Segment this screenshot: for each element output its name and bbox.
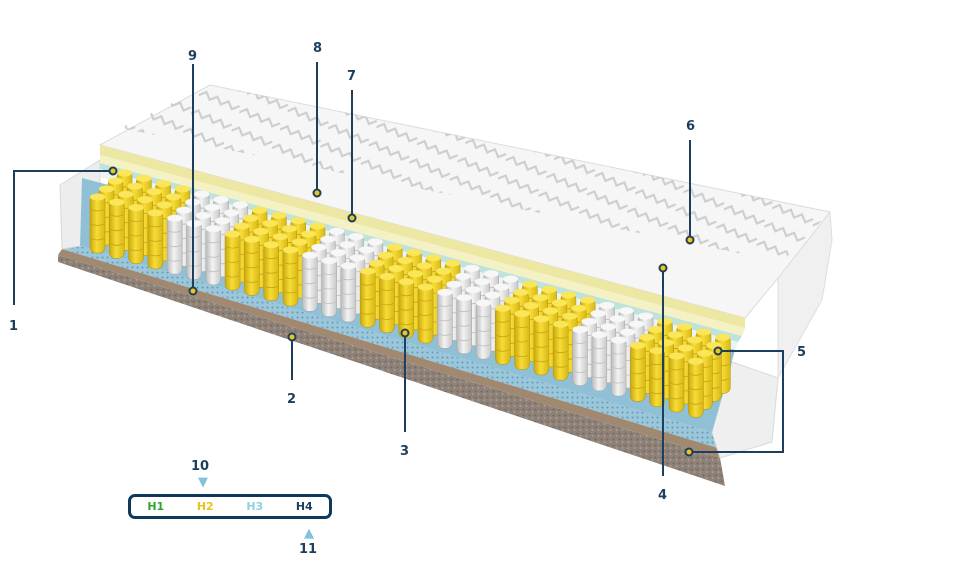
spring xyxy=(533,315,550,376)
callout-3: 3 xyxy=(400,444,409,459)
callout-2: 2 xyxy=(287,392,296,407)
callout-6: 6 xyxy=(686,119,695,134)
spring xyxy=(417,283,434,344)
spring xyxy=(301,251,318,312)
callout-9: 9 xyxy=(188,49,197,64)
spring xyxy=(224,230,241,291)
spring xyxy=(128,204,144,264)
callout-8: 8 xyxy=(313,41,322,56)
spring xyxy=(494,304,511,365)
arrow-down-icon: ▼ xyxy=(198,475,208,490)
callout-dots xyxy=(108,166,723,457)
spring xyxy=(456,294,473,355)
lower-support-layer xyxy=(62,246,718,448)
spring xyxy=(359,267,376,328)
dot-7 xyxy=(347,213,357,223)
spring xyxy=(244,235,260,296)
spring xyxy=(89,193,106,254)
spring xyxy=(379,273,395,333)
spring xyxy=(166,214,183,275)
spring xyxy=(109,198,125,259)
dot-9 xyxy=(188,286,198,296)
spring xyxy=(340,262,357,323)
callout-4: 4 xyxy=(658,488,667,503)
callout-5: 5 xyxy=(797,345,806,360)
spring xyxy=(610,336,627,397)
dot-2 xyxy=(287,332,297,342)
spring xyxy=(552,320,569,381)
spring xyxy=(263,241,280,301)
quilted-top-cover xyxy=(98,84,831,319)
hardness-h1: H1 xyxy=(147,500,165,513)
spring xyxy=(572,326,588,386)
hardness-h4: H4 xyxy=(295,500,313,513)
dot-4 xyxy=(658,263,668,273)
spring xyxy=(398,278,415,339)
spring xyxy=(282,246,299,307)
hardness-h3: H3 xyxy=(246,500,264,513)
hardness-h2: H2 xyxy=(196,500,214,513)
spring xyxy=(147,209,164,270)
hardness-marker-top-label: 10 xyxy=(191,459,210,474)
dot-6 xyxy=(685,235,695,245)
spring xyxy=(514,310,530,370)
spring xyxy=(649,347,666,408)
hardness-marker-bottom-label: 11 xyxy=(299,542,318,557)
spring xyxy=(475,299,492,360)
callout-7: 7 xyxy=(347,69,356,84)
dot-5a xyxy=(713,346,723,356)
dot-8 xyxy=(312,188,322,198)
spring xyxy=(630,341,646,402)
dot-5b xyxy=(684,447,694,457)
dot-3 xyxy=(400,328,410,338)
callout-1: 1 xyxy=(9,319,18,334)
spring xyxy=(205,225,222,286)
base-felt-layer xyxy=(58,249,725,486)
dot-1 xyxy=(108,166,118,176)
spring xyxy=(668,352,685,413)
spring xyxy=(687,357,704,418)
hardness-scale: H1 H2 H3 H4 xyxy=(128,494,332,519)
spring xyxy=(437,288,453,349)
arrow-up-icon: ▲ xyxy=(304,526,314,541)
spring xyxy=(321,257,337,317)
pocket-springs xyxy=(89,169,731,418)
spring xyxy=(591,331,608,392)
callout-lines xyxy=(13,62,784,476)
